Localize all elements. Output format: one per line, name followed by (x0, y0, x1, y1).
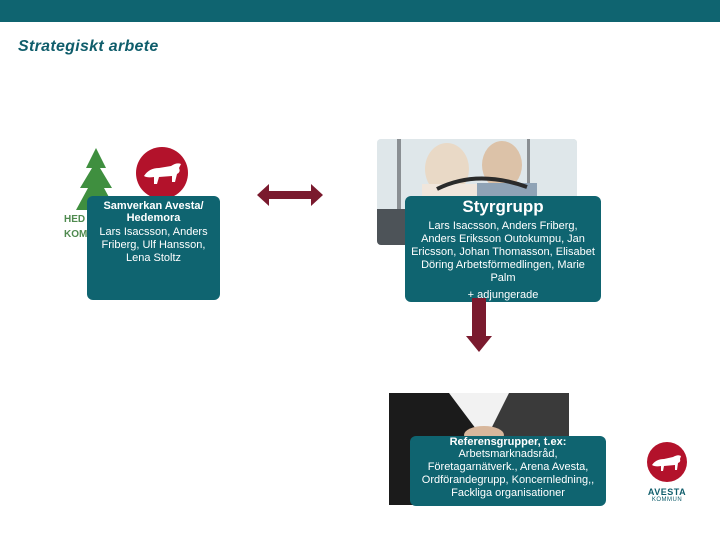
page-title: Strategiskt arbete (18, 38, 159, 55)
down-arrow-icon (466, 298, 492, 352)
styrgrupp-extra: + adjungerade (467, 289, 539, 301)
hedemora-logo-text: HED KOM (64, 214, 88, 240)
styrgrupp-members: Lars Isacsson, Anders Friberg, Anders Er… (411, 220, 595, 284)
styrgrupp-box: Styrgrupp Lars Isacsson, Anders Friberg,… (405, 196, 601, 302)
referensgrupper-heading: Referensgrupper, t.ex: (449, 436, 567, 448)
avesta-logo-text: AVESTA KOMMUN (647, 487, 687, 503)
avesta-logo-icon (647, 442, 687, 482)
bull-badge-icon (136, 147, 188, 199)
samverkan-members: Lars Isacsson, Anders Friberg, Ulf Hanss… (99, 226, 208, 264)
samverkan-heading: Samverkan Avesta/ Hedemora (103, 200, 204, 224)
referensgrupper-box: Referensgrupper, t.ex: Arbetsmarknadsråd… (410, 436, 606, 506)
samverkan-box: Samverkan Avesta/ Hedemora Lars Isacsson… (87, 196, 220, 300)
referensgrupper-members: Arbetsmarknadsråd, Företagarnätverk., Ar… (421, 448, 595, 499)
top-bar (0, 0, 720, 22)
styrgrupp-heading: Styrgrupp (462, 197, 544, 216)
double-arrow-icon (257, 184, 323, 206)
